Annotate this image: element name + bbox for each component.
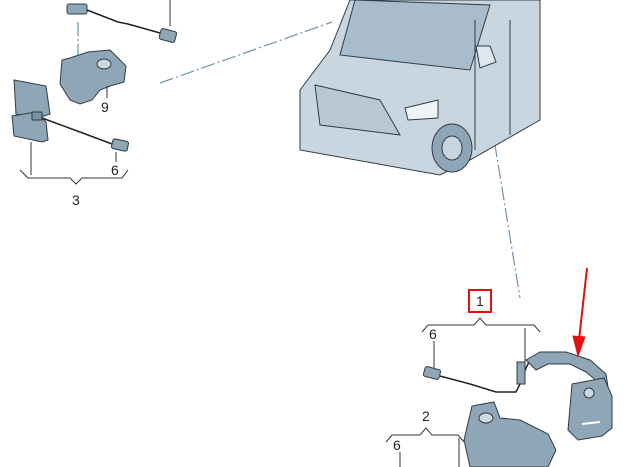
part-label-9: 9 xyxy=(101,99,109,115)
part-label-6: 6 xyxy=(393,437,401,453)
part-label-1[interactable]: 1 xyxy=(476,293,484,309)
part-label-6: 6 xyxy=(111,162,119,178)
leader-lines xyxy=(77,21,521,299)
part-label-6: 6 xyxy=(429,326,437,342)
part-label-2: 2 xyxy=(422,408,430,424)
van-illustration xyxy=(299,0,541,176)
red-arrow-icon xyxy=(572,267,588,358)
highlight-box xyxy=(468,289,492,313)
bottom-parts xyxy=(385,317,613,467)
top-left-parts xyxy=(11,0,178,185)
part-label-3: 3 xyxy=(72,192,80,208)
